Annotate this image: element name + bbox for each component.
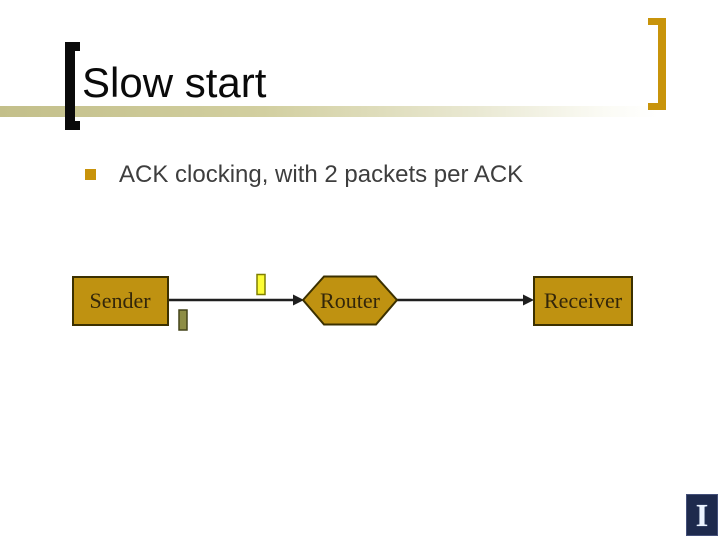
arrowhead-right-icon <box>293 294 304 306</box>
sender-label: Sender <box>89 288 151 313</box>
logo-letter-i: I <box>695 497 709 533</box>
receiver-box <box>533 276 633 326</box>
right-bracket-decoration <box>648 18 666 110</box>
router-label: Router <box>320 288 381 313</box>
title-rule <box>0 106 658 117</box>
receiver-label: Receiver <box>544 288 623 313</box>
router-hexagon <box>301 275 399 326</box>
left-bracket-decoration <box>65 42 80 130</box>
slide-title: Slow start <box>82 59 267 106</box>
packet-above-line-icon <box>256 273 266 296</box>
illinois-logo: I <box>686 494 718 536</box>
bullet-text: ACK clocking, with 2 packets per ACK <box>119 161 524 188</box>
bullet-square-icon <box>85 169 96 180</box>
sender-box <box>72 276 169 326</box>
arrowhead-right-icon <box>523 294 534 306</box>
packet-below-line-icon <box>178 309 188 331</box>
